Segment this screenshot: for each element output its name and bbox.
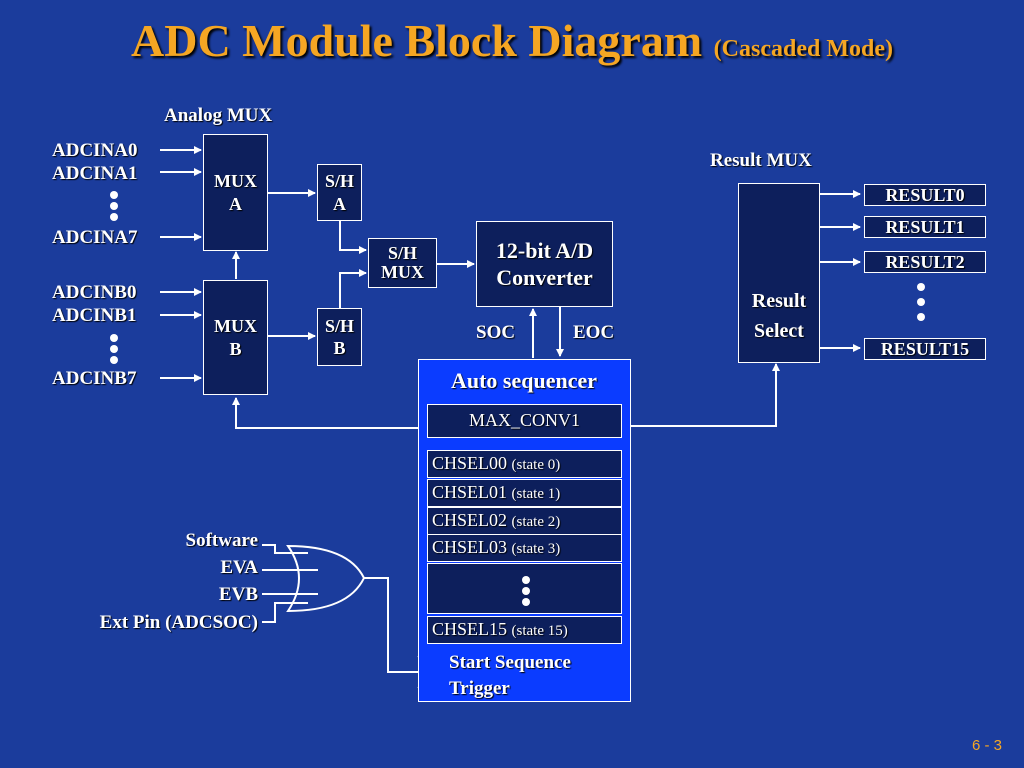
sh-b-block: S/H B: [317, 308, 362, 366]
trigger-ext-pin: Ext Pin (ADCSOC): [99, 612, 258, 633]
result-select-line2: Select: [754, 320, 804, 342]
start-sequence-trigger-label: Start Sequence Trigger: [449, 650, 571, 701]
sh-a-line2: A: [333, 193, 346, 214]
sh-mux-block: S/H MUX: [368, 238, 437, 288]
analog-mux-label: Analog MUX: [164, 105, 273, 126]
converter-line1: 12-bit A/D: [495, 237, 594, 263]
result-select-line1: Result: [751, 290, 807, 312]
chsel-row: CHSEL00 (state 0): [427, 450, 622, 478]
chsel-state: (state 1): [511, 486, 561, 502]
sh-mux-line1: S/H: [387, 243, 417, 264]
result-select-block: Result Select: [738, 183, 820, 363]
sh-mux-line2: MUX: [381, 262, 424, 282]
chsel-row: CHSEL03 (state 3): [427, 534, 622, 562]
chsel-state: (state 2): [511, 514, 561, 530]
max-conv-register: MAX_CONV1: [427, 404, 622, 438]
chsel-state: (state 3): [511, 541, 561, 557]
result-mux-label: Result MUX: [710, 150, 812, 171]
sh-a-line1: S/H: [324, 171, 354, 191]
chsel-row: CHSEL15 (state 15): [427, 616, 622, 644]
sh-b-line2: B: [333, 338, 346, 358]
page-title: ADC Module Block Diagram (Cascaded Mode): [0, 14, 1024, 67]
mux-b-line2: B: [229, 338, 242, 359]
sh-a-block: S/H A: [317, 164, 362, 221]
input-adcina1: ADCINA1: [52, 163, 138, 184]
ellipsis-a: [110, 191, 118, 221]
chsel-state: (state 15): [511, 623, 568, 639]
mux-a-line2: A: [229, 193, 242, 214]
mux-b-line1: MUX: [214, 316, 257, 336]
auto-sequencer-block: Auto sequencer MAX_CONV1 CHSEL00 (state …: [418, 359, 631, 702]
chsel-name: CHSEL03: [432, 537, 508, 557]
chsel-name: CHSEL15: [432, 619, 508, 639]
title-subtitle: (Cascaded Mode): [713, 36, 893, 62]
chsel-row: CHSEL02 (state 2): [427, 507, 622, 535]
input-adcina7: ADCINA7: [52, 227, 138, 248]
chsel-name: CHSEL01: [432, 482, 508, 502]
adc-converter-block: 12-bit A/D Converter: [476, 221, 613, 307]
input-adcinb1: ADCINB1: [52, 305, 137, 326]
ellipsis-results: [917, 283, 925, 321]
mux-a-block: MUX A: [203, 134, 268, 251]
result15-register: RESULT15: [864, 338, 986, 360]
trigger-line2: Trigger: [449, 677, 510, 699]
mux-a-line1: MUX: [214, 171, 257, 191]
chsel-state: (state 0): [511, 457, 561, 473]
mux-b-block: MUX B: [203, 280, 268, 395]
chsel-ellipsis-row: [427, 563, 622, 614]
trigger-line1: Start Sequence: [449, 652, 571, 673]
trigger-evb: EVB: [218, 584, 258, 605]
page-number: 6 - 3: [971, 737, 1002, 754]
result2-register: RESULT2: [864, 251, 986, 273]
input-adcinb0: ADCINB0: [52, 282, 137, 303]
chsel-row: CHSEL01 (state 1): [427, 479, 622, 507]
sh-b-line1: S/H: [324, 315, 354, 336]
title-main: ADC Module Block Diagram: [131, 15, 703, 66]
ellipsis-b: [110, 334, 118, 364]
result0-register: RESULT0: [864, 184, 986, 206]
converter-line2: Converter: [496, 265, 593, 290]
trigger-software: Software: [185, 530, 258, 551]
ellipsis-chsel: [522, 576, 530, 606]
soc-label: SOC: [476, 322, 516, 343]
eoc-label: EOC: [573, 322, 615, 343]
input-adcina0: ADCINA0: [52, 140, 138, 161]
chsel-name: CHSEL02: [432, 510, 508, 530]
sequencer-title: Auto sequencer: [450, 368, 598, 393]
chsel-name: CHSEL00: [432, 453, 508, 473]
input-adcinb7: ADCINB7: [52, 368, 137, 389]
trigger-eva: EVA: [220, 557, 258, 578]
result1-register: RESULT1: [864, 216, 986, 238]
